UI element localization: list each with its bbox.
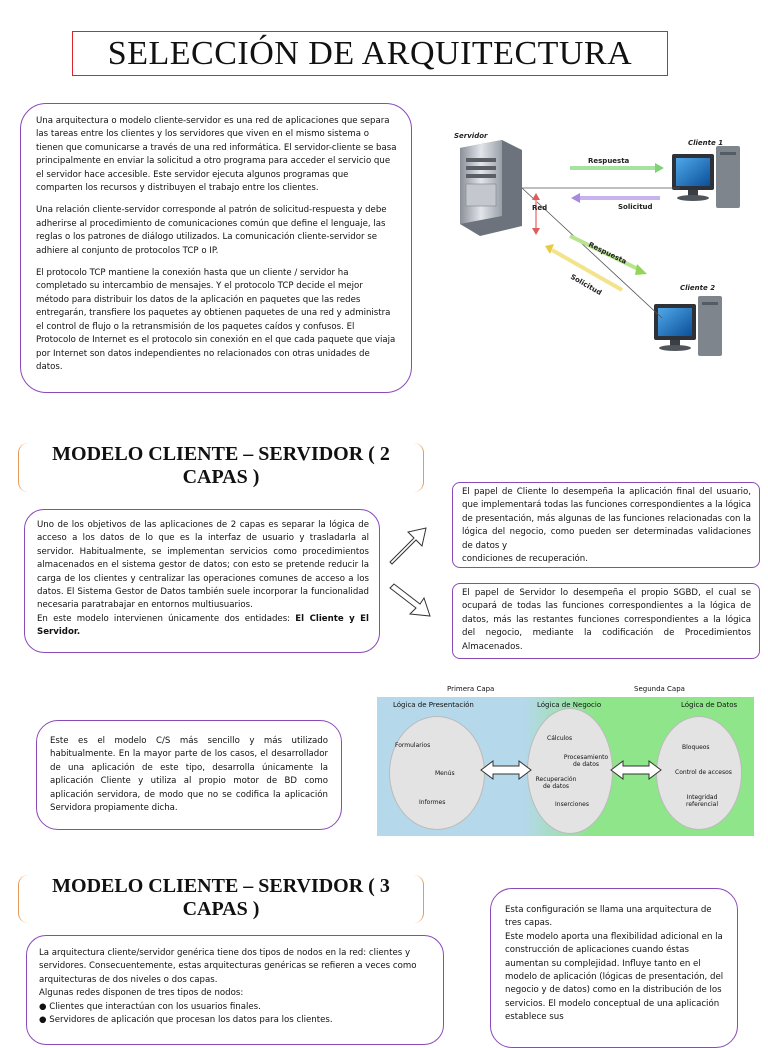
- svg-text:Respuesta: Respuesta: [588, 157, 630, 165]
- respuesta-arrow-2: [569, 234, 641, 272]
- client1-computer-icon: [672, 146, 740, 208]
- logica-datos-label: Lógica de Datos: [681, 701, 738, 709]
- svg-text:Red: Red: [532, 204, 547, 212]
- solicitud-arrow-2: [551, 248, 623, 292]
- two-tier-layers-diagram: Primera Capa Segunda Capa Lógica de Pres…: [377, 683, 754, 836]
- svg-text:Solicitud: Solicitud: [618, 203, 653, 211]
- double-arrow-icon-left: [480, 760, 532, 780]
- outline-arrows: [389, 527, 431, 617]
- simple-model-text: Este es el modelo C/S más sencillo y más…: [50, 736, 328, 814]
- calculos-label: Cálculos: [547, 735, 573, 742]
- logica-presentacion-label: Lógica de Presentación: [393, 701, 474, 709]
- section-3-heading: MODELO CLIENTE – SERVIDOR ( 3 CAPAS ): [18, 875, 424, 923]
- formularios-label: Formularios: [395, 742, 431, 749]
- entities-bold-text: El Cliente y El Servidor.: [37, 613, 369, 638]
- recuperacion-label: Recuperación de datos: [535, 776, 577, 790]
- section-2-heading: MODELO CLIENTE – SERVIDOR ( 2 CAPAS ): [18, 443, 424, 492]
- client2-label: Cliente 2: [680, 284, 715, 292]
- svg-text:Respuesta: Respuesta: [587, 241, 628, 266]
- two-tier-entities-text: En este modelo intervienen únicamente do…: [37, 613, 369, 638]
- server-role-text: El papel de Servidor lo desempeña el pro…: [462, 588, 751, 652]
- three-tier-config-text: Esta configuración se llama una arquitec…: [505, 905, 712, 929]
- primera-capa-label: Primera Capa: [447, 685, 495, 693]
- procesamiento-label: Procesamiento de datos: [563, 754, 609, 768]
- server-icon: [460, 140, 522, 236]
- informes-label: Informes: [419, 799, 446, 806]
- presentation-ellipse: [389, 716, 485, 830]
- three-tier-flexibility-text: Este modelo aporta una flexibilidad adic…: [505, 931, 724, 1023]
- intro-paragraph-1: Una arquitectura o modelo cliente-servid…: [36, 116, 397, 194]
- menus-label: Menús: [435, 770, 455, 777]
- section-2-heading-line-2: CAPAS ): [182, 466, 260, 488]
- arrow-down-right-icon: [389, 583, 431, 617]
- page-title: SELECCIÓN DE ARQUITECTURA: [72, 31, 668, 76]
- client-role-text-2: condiciones de recuperación.: [462, 554, 588, 565]
- section-3-heading-line-2: CAPAS ): [182, 898, 260, 920]
- server-label: Servidor: [454, 132, 488, 140]
- client-role-text: El papel de Cliente lo desempeña la apli…: [462, 487, 751, 551]
- list-item: ● Servidores de aplicación que procesan …: [39, 1015, 333, 1026]
- inserciones-label: Inserciones: [555, 801, 589, 808]
- section-2-heading-line-1: MODELO CLIENTE – SERVIDOR ( 2: [52, 443, 390, 465]
- arrow-up-right-icon: [389, 527, 427, 565]
- intro-paragraph-3: El protocolo TCP mantiene la conexión ha…: [36, 268, 396, 372]
- server-role-box: El papel de Servidor lo desempeña el pro…: [452, 583, 760, 659]
- logica-negocio-label: Lógica de Negocio: [537, 701, 602, 709]
- simple-model-box: Este es el modelo C/S más sencillo y más…: [36, 720, 342, 830]
- three-tier-left-box: La arquitectura cliente/servidor genéric…: [26, 935, 444, 1045]
- intro-paragraph-2: Una relación cliente-servidor correspond…: [36, 205, 387, 256]
- control-accesos-label: Control de accesos: [675, 769, 732, 776]
- two-tier-description-box: Uno de los objetivos de las aplicaciones…: [24, 509, 380, 653]
- data-ellipse: [656, 716, 742, 830]
- client-role-box: El papel de Cliente lo desempeña la apli…: [452, 482, 760, 568]
- client-server-network-diagram: Servidor Cliente 1 Cliente 2 Respuesta S…: [454, 132, 740, 356]
- integridad-label: Integridad referencial: [686, 794, 718, 808]
- three-tier-right-box: Esta configuración se llama una arquitec…: [490, 888, 738, 1048]
- section-3-heading-line-1: MODELO CLIENTE – SERVIDOR ( 3: [52, 875, 390, 897]
- intro-text-box: Una arquitectura o modelo cliente-servid…: [20, 103, 412, 393]
- double-arrow-icon-right: [610, 760, 662, 780]
- bloqueos-label: Bloqueos: [682, 744, 710, 751]
- business-ellipse: [527, 708, 613, 834]
- client1-label: Cliente 1: [688, 139, 723, 147]
- segunda-capa-label: Segunda Capa: [634, 685, 685, 693]
- three-tier-intro-text: La arquitectura cliente/servidor genéric…: [39, 948, 417, 985]
- list-item: ● Clientes que interactúan con los usuar…: [39, 1001, 261, 1012]
- client2-computer-icon: [654, 296, 722, 356]
- three-tier-nodes-text: Algunas redes disponen de tres tipos de …: [39, 988, 244, 999]
- two-tier-description-text: Uno de los objetivos de las aplicaciones…: [37, 520, 369, 611]
